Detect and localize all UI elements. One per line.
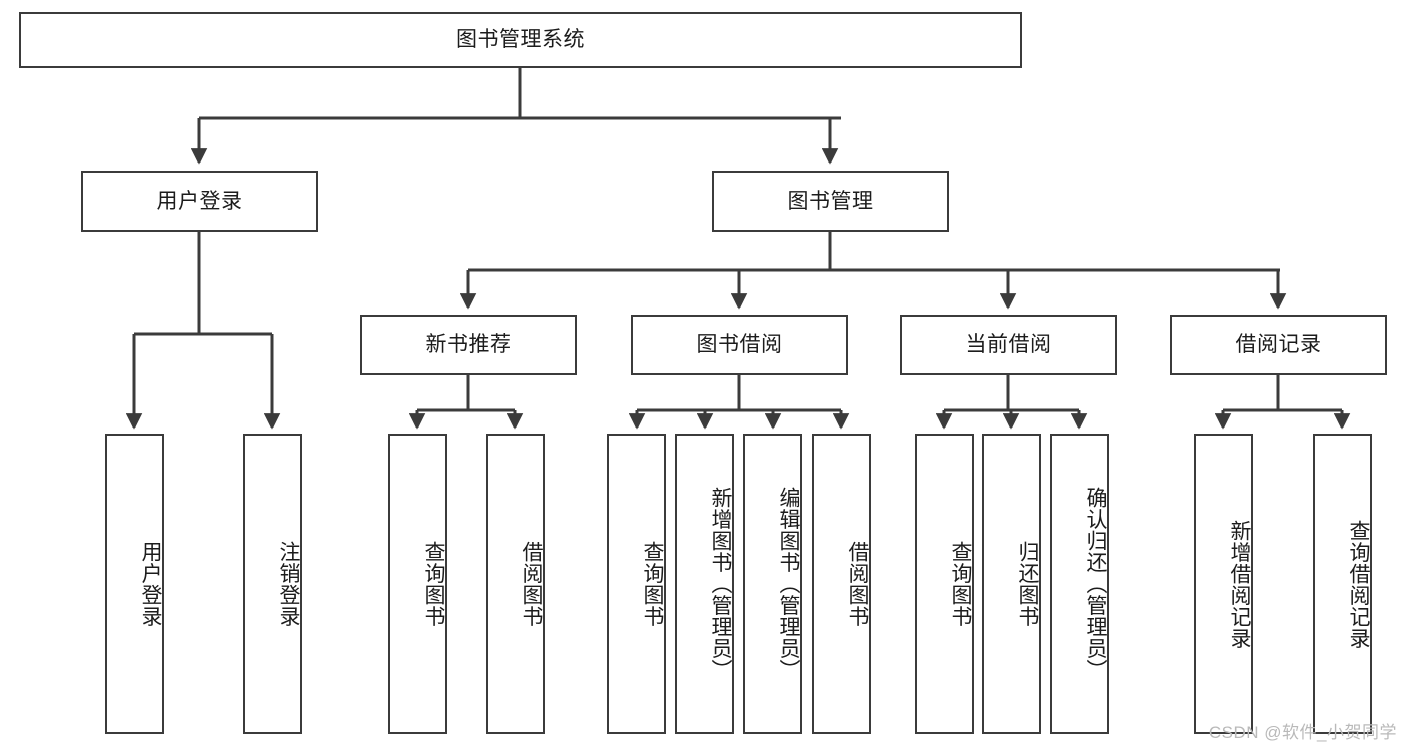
node-borrow-record[interactable]: 借阅记录 xyxy=(1170,315,1387,375)
node-leaf-borrow-book-2-label: 借阅图书 xyxy=(846,541,869,627)
node-leaf-query-book-2-label: 查询图书 xyxy=(641,541,664,627)
node-leaf-logout[interactable]: 注销登录 xyxy=(243,434,302,734)
node-leaf-query-record-label: 查询借阅记录 xyxy=(1347,519,1370,649)
node-leaf-user-login[interactable]: 用户登录 xyxy=(105,434,164,734)
node-leaf-edit-book-label: 编辑图书（管理员） xyxy=(777,487,800,681)
node-leaf-query-book-3-label: 查询图书 xyxy=(949,541,972,627)
node-leaf-borrow-book-2[interactable]: 借阅图书 xyxy=(812,434,871,734)
node-leaf-add-record-label: 新增借阅记录 xyxy=(1228,519,1251,649)
node-leaf-user-login-label: 用户登录 xyxy=(139,541,162,627)
node-book-borrow[interactable]: 图书借阅 xyxy=(631,315,848,375)
node-leaf-add-book[interactable]: 新增图书（管理员） xyxy=(675,434,734,734)
node-leaf-logout-label: 注销登录 xyxy=(277,541,300,627)
node-root[interactable]: 图书管理系统 xyxy=(19,12,1022,68)
node-leaf-confirm-return-label: 确认归还（管理员） xyxy=(1084,487,1107,681)
node-book-manage[interactable]: 图书管理 xyxy=(712,171,949,232)
node-leaf-borrow-book-1[interactable]: 借阅图书 xyxy=(486,434,545,734)
node-new-book-rec-label: 新书推荐 xyxy=(425,333,512,357)
node-user-login[interactable]: 用户登录 xyxy=(81,171,318,232)
node-leaf-confirm-return[interactable]: 确认归还（管理员） xyxy=(1050,434,1109,734)
node-leaf-query-book-2[interactable]: 查询图书 xyxy=(607,434,666,734)
node-new-book-rec[interactable]: 新书推荐 xyxy=(360,315,577,375)
node-borrow-record-label: 借阅记录 xyxy=(1235,333,1322,357)
node-leaf-borrow-book-1-label: 借阅图书 xyxy=(520,541,543,627)
node-leaf-query-record[interactable]: 查询借阅记录 xyxy=(1313,434,1372,734)
node-leaf-query-book-1[interactable]: 查询图书 xyxy=(388,434,447,734)
node-leaf-query-book-3[interactable]: 查询图书 xyxy=(915,434,974,734)
node-book-manage-label: 图书管理 xyxy=(787,189,874,213)
node-leaf-edit-book[interactable]: 编辑图书（管理员） xyxy=(743,434,802,734)
node-current-borrow[interactable]: 当前借阅 xyxy=(900,315,1117,375)
node-root-label: 图书管理系统 xyxy=(456,28,585,52)
node-current-borrow-label: 当前借阅 xyxy=(965,333,1052,357)
node-leaf-return-book-label: 归还图书 xyxy=(1016,541,1039,627)
node-leaf-query-book-1-label: 查询图书 xyxy=(422,541,445,627)
node-book-borrow-label: 图书借阅 xyxy=(696,333,783,357)
node-leaf-add-book-label: 新增图书（管理员） xyxy=(709,487,732,681)
node-user-login-label: 用户登录 xyxy=(156,189,243,213)
node-leaf-return-book[interactable]: 归还图书 xyxy=(982,434,1041,734)
node-leaf-add-record[interactable]: 新增借阅记录 xyxy=(1194,434,1253,734)
